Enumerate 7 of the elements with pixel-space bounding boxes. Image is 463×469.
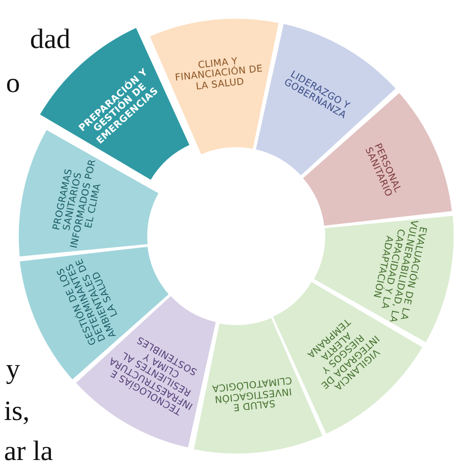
body-text-fragment: o: [6, 70, 20, 98]
body-text-fragment: is,: [4, 398, 30, 426]
body-text-fragment: dad: [30, 26, 70, 54]
body-text-fragment: ar la: [4, 438, 53, 466]
segment-label: CLIMA Y FINANCIACIÓN DE LA SALUD: [174, 55, 264, 95]
segment-label: SALUD E INVESTIGACIÓN CLIMATOLÓGICA: [210, 372, 293, 414]
body-text-fragment: y: [6, 356, 20, 384]
